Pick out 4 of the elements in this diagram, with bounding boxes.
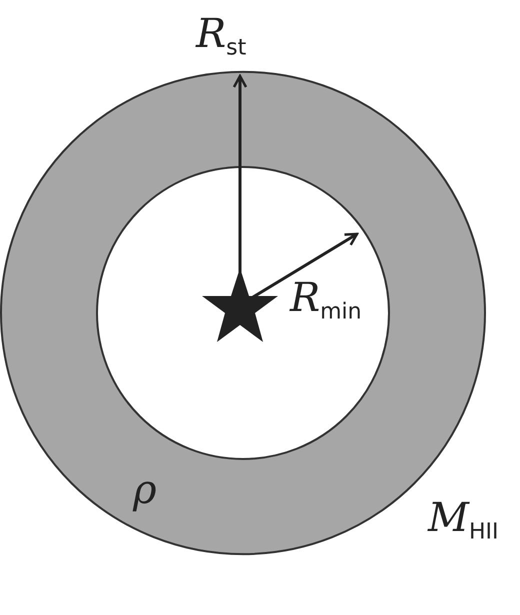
density-label: ρ bbox=[133, 470, 157, 510]
radius-label: R$_{min}$ bbox=[290, 278, 362, 324]
mass-label: M$_{HII}$ bbox=[428, 498, 498, 544]
radius-label: R$_{st}$ bbox=[196, 14, 246, 60]
